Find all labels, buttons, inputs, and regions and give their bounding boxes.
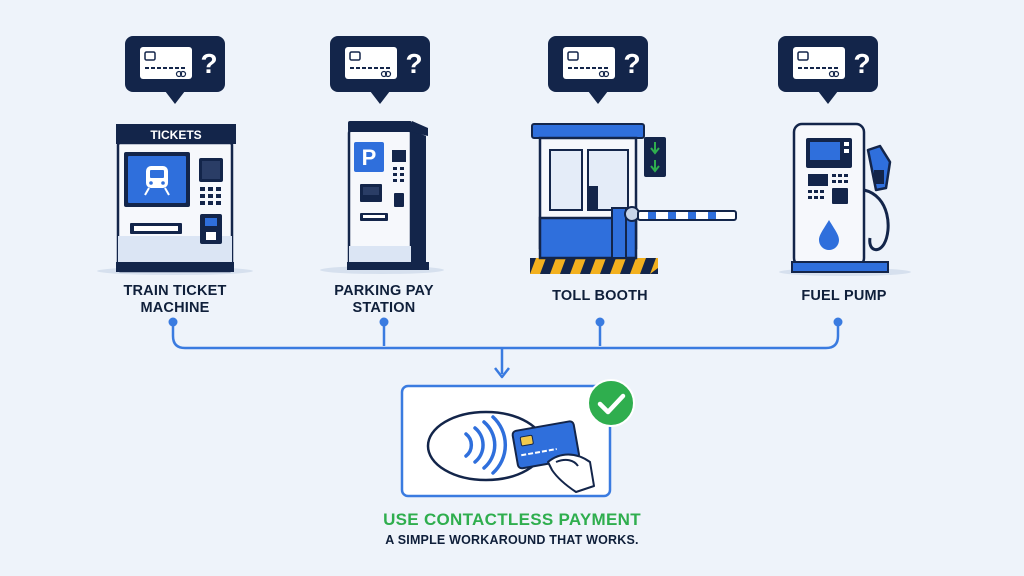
svg-text:P: P (362, 145, 377, 170)
card-question-bubble-2: ? (329, 35, 431, 105)
result-title: USE CONTACTLESS PAYMENT (383, 510, 641, 529)
card-question-bubble-4: ? (777, 35, 879, 105)
svg-text:TICKETS: TICKETS (150, 128, 201, 142)
contactless-wave-icon (464, 415, 507, 475)
card-question-bubble-1: ? (124, 35, 226, 105)
train-icon (144, 166, 170, 196)
connector-lines (171, 322, 840, 379)
check-circle-icon (587, 379, 635, 427)
svg-text:?: ? (623, 48, 640, 79)
contactless-payment-panel (400, 379, 635, 498)
svg-text:?: ? (853, 48, 870, 79)
fuel-drop-icon (819, 220, 839, 250)
svg-text:?: ? (200, 48, 217, 79)
label-fuel-pump: FUEL PUMP (801, 288, 887, 304)
fuel-pump-icon (779, 122, 911, 276)
label-toll-booth: TOLL BOOTH (552, 288, 648, 304)
train-ticket-machine-icon: TICKETS (97, 124, 253, 275)
label-train-ticket-machine: TRAIN TICKET MACHINE (123, 283, 227, 316)
label-parking-pay-station: PARKING PAY STATION (334, 283, 434, 316)
toll-booth-icon (530, 123, 737, 274)
svg-text:?: ? (405, 48, 422, 79)
card-question-bubble-3: ? (547, 35, 649, 105)
result-subtitle: A SIMPLE WORKAROUND THAT WORKS. (385, 533, 639, 547)
connector-dots (168, 317, 843, 327)
card-in-hand-icon (511, 420, 595, 493)
parking-pay-station-icon: P (320, 121, 444, 274)
